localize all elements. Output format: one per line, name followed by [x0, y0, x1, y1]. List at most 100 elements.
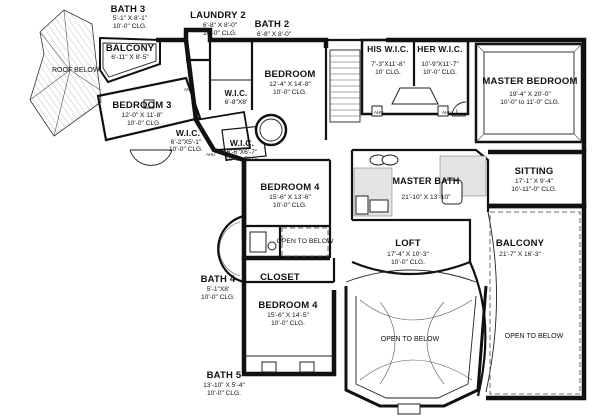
room-labels: BATH 3 5'-1" X 8'-1" 10'-0" CLG. LAUNDRY…	[106, 4, 578, 397]
room-dims: 6'-8" X 8'-0"	[203, 22, 238, 29]
room-ceiling: 10'-0" CLG.	[391, 259, 425, 266]
roof-below-area: ROOF BELOW	[29, 9, 102, 137]
room-loft: LOFT 17'-4" X 10'-3" 10'-0" CLG.	[387, 238, 429, 266]
room-name: BATH 5	[207, 370, 242, 381]
room-name: W.I.C.	[230, 138, 254, 148]
room-dims: 6'-6"X6'-7"	[227, 149, 258, 156]
room-ceiling: 10'-0" CLG.	[225, 156, 259, 163]
room-dims: 5'-1" X 8'-1"	[113, 15, 148, 22]
room-her-wic: HER W.I.C. 10'-9"X11'-7" 10'-0" CLG.	[417, 44, 462, 76]
room-dims: 7'-3"X11'-8"	[371, 61, 405, 68]
room-dims: 15'-6" X 13'-6"	[269, 194, 311, 201]
room-name: HIS W.I.C.	[367, 44, 409, 54]
room-wic-a: W.I.C. 6'-8"X8'	[225, 89, 248, 106]
room-bedroom-4-upper: BEDROOM 4 15'-6" X 13'-6" 10'-0" CLG.	[260, 182, 320, 209]
room-dims: 6'-8"X8'	[225, 99, 247, 106]
round-nook	[254, 113, 288, 147]
room-dims: 6'-8" X 8'-0"	[257, 31, 292, 38]
bedroom-3-area	[96, 76, 202, 166]
room-master-bath: MASTER BATH 21'-10" X 13'-10"	[392, 176, 459, 201]
room-name: BATH 2	[255, 19, 290, 30]
room-name: OPEN TO BELOW	[381, 336, 440, 343]
room-dims: 17'-1" X 9'-4"	[515, 178, 554, 185]
room-name: BATH 4	[201, 274, 236, 285]
room-dims: 6'-2"X5'-1"	[171, 139, 202, 146]
room-dims: 13'-10" X 5'-4"	[203, 382, 245, 389]
room-name: W.I.C.	[225, 89, 248, 98]
room-open-below-small: OPEN TO BELOW	[277, 238, 334, 245]
room-name: BALCONY	[496, 238, 545, 249]
room-name: LAUNDRY 2	[190, 10, 246, 21]
room-ceiling: 10'-0" to 11'-0" CLG.	[500, 99, 560, 106]
room-name: HER W.I.C.	[417, 44, 462, 54]
room-name: OPEN TO BELOW	[277, 238, 334, 245]
room-bath-4: BATH 4 5'-1"X8' 10'-0" CLG.	[201, 274, 236, 301]
room-ceiling: 10'-0" CLG.	[273, 202, 307, 209]
room-balcony-large: BALCONY 21'-7" X 16'-3"	[496, 238, 545, 258]
master-bedroom-doors	[451, 101, 467, 117]
room-ceiling: 10' CLG.	[375, 69, 401, 76]
ahu-tag: AHU	[374, 110, 384, 115]
room-name: BATH 3	[111, 4, 146, 15]
ahu-tag: AHU	[184, 87, 194, 92]
ahu-tag: AHU	[206, 152, 216, 157]
master-bath-fixtures	[353, 154, 487, 217]
room-name: CLOSET	[260, 272, 300, 283]
room-dims: 21'-10" X 13'-10"	[402, 194, 452, 201]
room-ceiling: 10'-11"-0" CLG.	[511, 186, 557, 193]
room-master-bedroom: MASTER BEDROOM 19'-4" X 20'-0" 10'-0" to…	[482, 76, 577, 106]
room-dims: 10'-9"X11'-7"	[421, 61, 459, 68]
roof-below-label: ROOF BELOW	[52, 67, 100, 74]
room-ceiling: 10'-0" CLG.	[207, 390, 241, 397]
room-name: BEDROOM	[264, 69, 315, 80]
room-ceiling: 10'-0" CLG.	[203, 30, 237, 37]
room-ceiling: 10'-0" CLG.	[273, 89, 307, 96]
room-bath-5: BATH 5 13'-10" X 5'-4" 10'-0" CLG.	[203, 370, 245, 397]
room-ceiling: 10'-0" CLG.	[169, 146, 203, 153]
linen-tag: L.	[456, 109, 462, 116]
room-his-wic: HIS W.I.C. 7'-3"X11'-8" 10' CLG.	[367, 44, 409, 76]
room-ceiling: 10'-0" CLG.	[127, 120, 161, 127]
room-closet: CLOSET	[260, 272, 300, 283]
room-open-below-right: OPEN TO BELOW	[505, 333, 564, 340]
room-name: BEDROOM 3	[112, 100, 171, 111]
room-name: LOFT	[395, 238, 421, 249]
room-bedroom-3: BEDROOM 3 12'-0" X 11'-8" 10'-0" CLG.	[112, 100, 171, 127]
stairs	[329, 49, 361, 123]
room-bedroom-4-lower: BEDROOM 4 15'-6" X 14'-5" 10'-0" CLG.	[258, 300, 318, 327]
room-dims: 5'-1"X8'	[207, 286, 229, 293]
room-name: MASTER BATH	[392, 176, 459, 186]
room-name: BEDROOM 4	[258, 300, 318, 311]
wic-fixtures	[371, 87, 449, 117]
balcony-small	[99, 36, 161, 84]
ahu-tag: AHU	[442, 110, 452, 115]
room-dims: 21'-7" X 16'-3"	[499, 251, 541, 258]
left-wing-walls	[217, 160, 337, 377]
room-sitting: SITTING 17'-1" X 9'-4" 10'-11"-0" CLG.	[511, 166, 557, 193]
balcony-large	[485, 203, 587, 401]
room-bedroom-top: BEDROOM 12'-4" X 14'-8" 10'-0" CLG.	[264, 69, 315, 96]
room-dims: 15'-6" X 14'-5"	[267, 312, 309, 319]
room-name: SITTING	[515, 166, 554, 177]
room-dims: 19'-4" X 20'-0"	[509, 91, 551, 98]
room-bath-3: BATH 3 5'-1" X 8'-1" 10'-0" CLG.	[111, 4, 148, 30]
room-ceiling: 10'-0" CLG.	[113, 23, 147, 30]
room-name: OPEN TO BELOW	[505, 333, 564, 340]
room-dims: 17'-4" X 10'-3"	[387, 251, 429, 258]
room-dims: 12'-4" X 14'-8"	[269, 81, 311, 88]
room-bath-2: BATH 2 6'-8" X 8'-0"	[255, 19, 292, 38]
loft-center	[344, 218, 488, 415]
room-name: W.I.C.	[176, 128, 200, 138]
room-balcony-small: BALCONY 6'-11" X 8'-5"	[106, 43, 155, 61]
room-ceiling: 10'-0" CLG.	[271, 320, 305, 327]
room-open-below-center: OPEN TO BELOW	[381, 336, 440, 343]
room-name: BALCONY	[106, 43, 155, 54]
room-name: BEDROOM 4	[260, 182, 320, 193]
room-dims: 6'-11" X 8'-5"	[111, 54, 149, 61]
room-name: MASTER BEDROOM	[482, 76, 577, 87]
room-laundry-2: LAUNDRY 2 6'-8" X 8'-0" 10'-0" CLG.	[190, 10, 246, 37]
room-wic-b: W.I.C. 6'-2"X5'-1" 10'-0" CLG.	[169, 128, 203, 153]
room-ceiling: 10'-0" CLG.	[423, 69, 457, 76]
room-wic-c: W.I.C. 6'-6"X6'-7" 10'-0" CLG.	[225, 138, 259, 163]
